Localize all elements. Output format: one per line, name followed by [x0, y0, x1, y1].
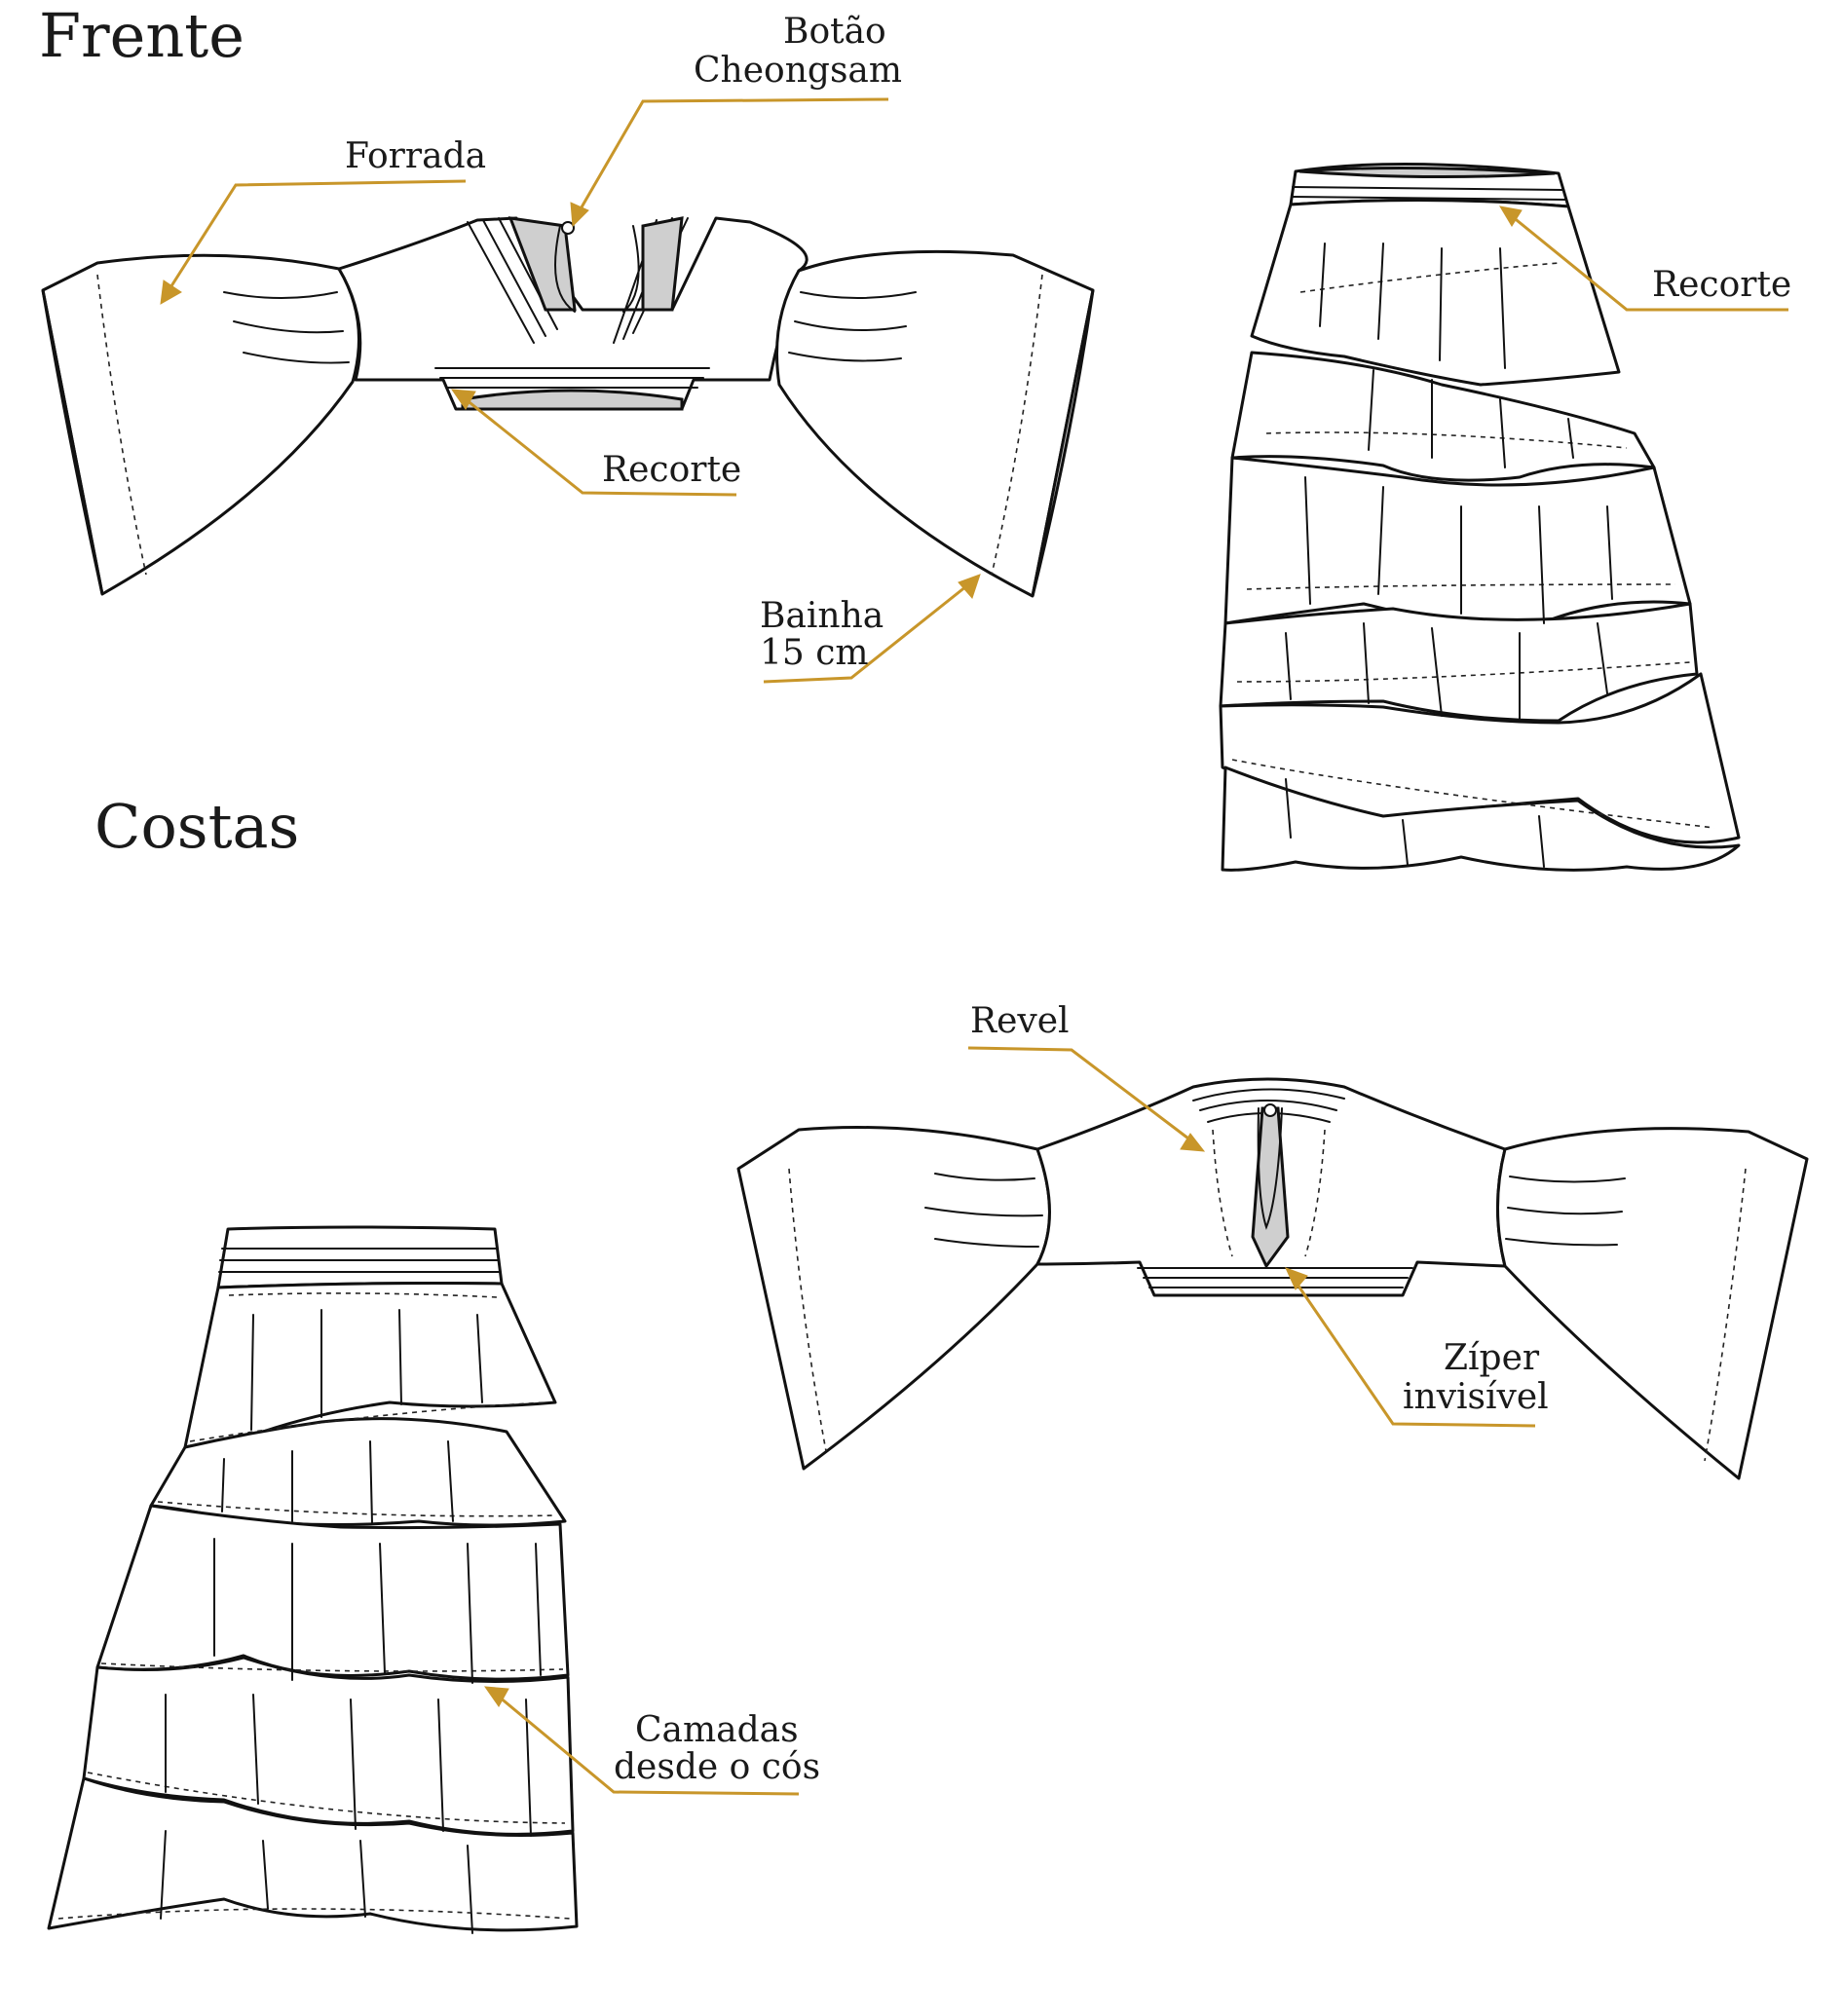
- back-button-icon: [1263, 1103, 1277, 1117]
- front-top-bodice: [337, 216, 809, 411]
- front-skirt-tier-4: [1219, 602, 1699, 723]
- camadas-label-line2: desde o cós: [614, 1747, 820, 1787]
- front-top-right-sleeve-lining: [1031, 289, 1095, 597]
- front-skirt-tier-2: [1230, 351, 1656, 482]
- front-top-neck-lining: [508, 216, 684, 312]
- botao-label-line1: Botão: [783, 12, 886, 52]
- forrada-label: Forrada: [345, 136, 486, 176]
- front-skirt-tier-3: [1223, 456, 1692, 635]
- recorte-top-label: Recorte: [602, 450, 741, 490]
- back-section-title: Costas: [94, 791, 299, 862]
- camadas-leader: [498, 1695, 800, 1796]
- ziper-label-line2: invisível: [1403, 1377, 1549, 1417]
- botao-arrow-icon: [570, 202, 589, 228]
- bainha-label-line1: Bainha: [760, 596, 884, 636]
- back-skirt-tier-4: [82, 1656, 575, 1836]
- cheongsam-button-icon: [561, 221, 575, 235]
- ziper-label-line1: Zíper: [1444, 1338, 1540, 1378]
- back-top-left-sleeve: [736, 1126, 1051, 1471]
- front-top-hem-lining: [461, 389, 684, 411]
- back-top-right-sleeve: [1496, 1127, 1809, 1480]
- forrada-arrow-icon: [160, 280, 182, 305]
- back-skirt-waistband: [216, 1225, 504, 1289]
- revel-label: Revel: [970, 1001, 1070, 1041]
- callout-leaders: [160, 97, 1788, 1796]
- front-skirt-waistband-lining: [1298, 166, 1556, 179]
- camadas-arrow-icon: [483, 1686, 509, 1707]
- back-skirt-tier-3: [95, 1504, 570, 1681]
- front-top-left-sleeve-lining: [41, 289, 104, 595]
- botao-label-line2: Cheongsam: [694, 51, 902, 91]
- recorte-skirt-arrow-icon: [1499, 205, 1523, 227]
- back-top-drawing: [736, 1077, 1809, 1480]
- ziper-arrow-icon: [1285, 1267, 1308, 1290]
- recorte-top-leader: [465, 397, 737, 497]
- revel-leader: [967, 1046, 1193, 1143]
- bainha-arrow-icon: [958, 574, 981, 599]
- recorte-skirt-leader: [1511, 214, 1788, 312]
- ziper-leader: [1294, 1281, 1536, 1428]
- front-skirt-drawing: [1219, 162, 1741, 872]
- front-top-drawing: [41, 216, 1095, 598]
- front-skirt-tier-1: [1250, 198, 1621, 387]
- recorte-skirt-label: Recorte: [1652, 265, 1791, 305]
- back-skirt-tier-5: [47, 1776, 579, 1932]
- recorte-top-arrow-icon: [450, 389, 476, 410]
- camadas-label-line1: Camadas: [635, 1710, 799, 1750]
- front-top-right-sleeve: [775, 249, 1095, 598]
- forrada-leader: [166, 179, 467, 293]
- front-skirt-tier-6: [1221, 765, 1741, 872]
- front-section-title: Frente: [39, 0, 244, 71]
- botao-leader: [577, 97, 889, 213]
- back-skirt-drawing: [47, 1225, 579, 1934]
- revel-arrow-icon: [1180, 1133, 1206, 1152]
- bainha-label-line2: 15 cm: [760, 633, 869, 673]
- bainha-leader: [763, 584, 967, 684]
